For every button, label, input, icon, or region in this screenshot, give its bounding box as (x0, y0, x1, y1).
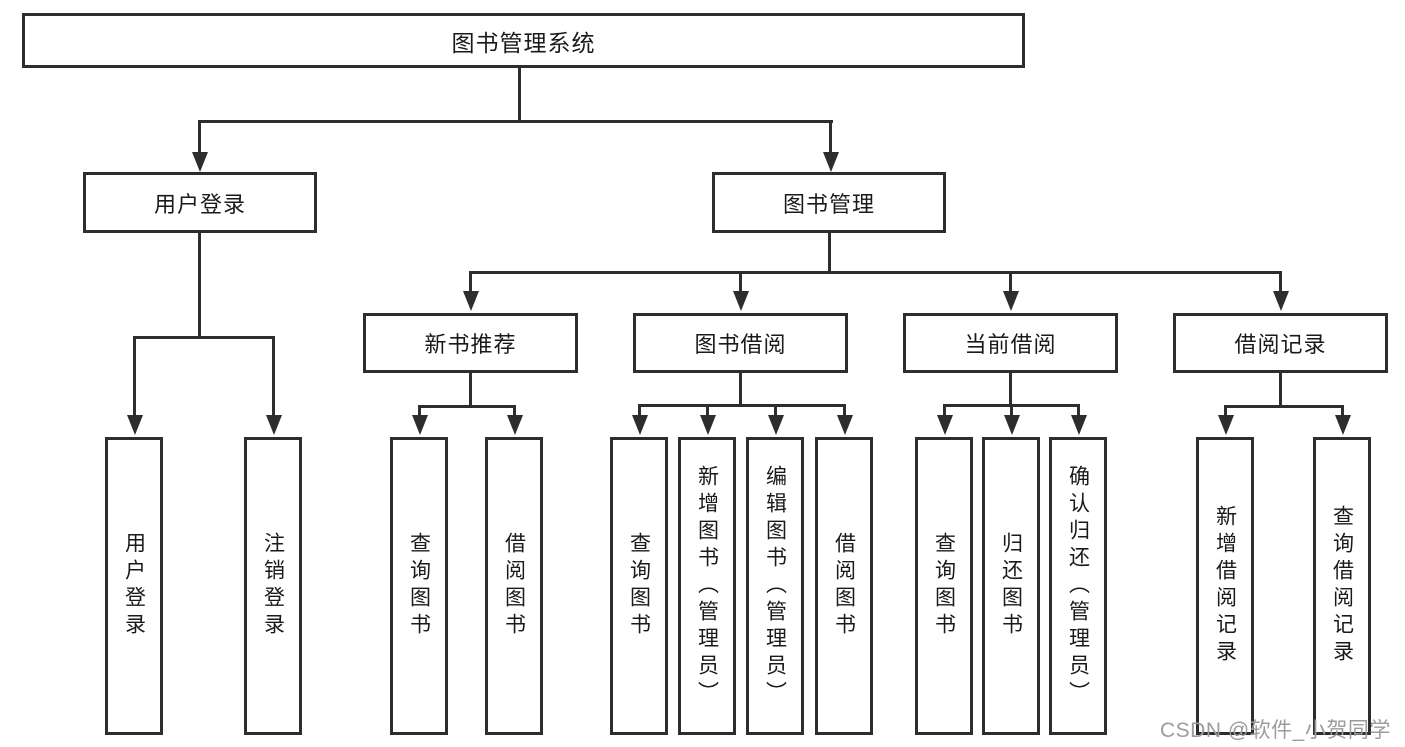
arrow-to-current-borrowing (1009, 271, 1012, 291)
leaf-current-confirm-return-admin: 确认归还（管理员） (1049, 437, 1107, 735)
connector-rail-recommendation (418, 405, 516, 408)
csdn-watermark: CSDN @软件_小贺同学 (1160, 719, 1391, 742)
leaf-user-login: 用户登录 (105, 437, 163, 735)
node-label: 借阅记录 (1234, 332, 1327, 357)
leaf-current-return-books: 归还图书 (982, 437, 1040, 735)
connector-rail-borrowing-records (1224, 405, 1344, 408)
arrow-to-user-login (198, 120, 201, 152)
leaf-label: 确认归还（管理员） (1066, 464, 1090, 708)
leaf-label: 新增图书（管理员） (695, 464, 719, 708)
arrow-to-recommend-borrow-books (513, 405, 516, 415)
node-label: 图书管理 (782, 191, 875, 217)
leaf-label: 查询借阅记录 (1330, 505, 1354, 667)
arrow-to-book-management (829, 120, 832, 152)
connector-trunk-borrowing-records (1279, 373, 1282, 408)
leaf-borrow-edit-books-admin: 编辑图书（管理员） (746, 437, 804, 735)
leaf-current-query-books: 查询图书 (915, 437, 973, 735)
arrow-to-leaf-logout (272, 336, 275, 415)
leaf-label: 编辑图书（管理员） (763, 464, 787, 708)
arrow-to-borrowing-records (1279, 271, 1282, 291)
arrow-to-borrow-query-books (638, 404, 641, 415)
connector-trunk-book-borrowing (739, 373, 742, 407)
node-user-login: 用户登录 (83, 172, 317, 233)
leaf-label: 查询图书 (932, 532, 956, 640)
arrow-to-book-borrowing (739, 271, 742, 291)
connector-rail-root (198, 120, 833, 123)
node-label: 图书借阅 (694, 332, 787, 357)
leaf-label: 查询图书 (407, 532, 431, 640)
node-book-borrowing: 图书借阅 (633, 313, 848, 373)
arrow-to-borrow-borrow-books (843, 404, 846, 415)
arrow-to-current-return-books (1010, 404, 1013, 415)
arrow-to-current-confirm-return (1077, 404, 1080, 415)
leaf-recommend-query-books: 查询图书 (390, 437, 448, 735)
node-label: 用户登录 (153, 191, 246, 217)
node-label: 图书管理系统 (451, 29, 596, 56)
connector-trunk-book-management (828, 233, 831, 274)
leaf-logout: 注销登录 (244, 437, 302, 735)
connector-rail-book-borrowing (638, 404, 846, 407)
connector-trunk-current-borrowing (1009, 373, 1012, 407)
connector-rail-book-management (469, 271, 1282, 274)
node-label: 新书推荐 (424, 332, 517, 357)
connector-trunk-user-login (198, 233, 201, 339)
leaf-label: 借阅图书 (832, 532, 856, 640)
leaf-borrow-query-books: 查询图书 (610, 437, 668, 735)
arrow-to-records-query-record (1341, 405, 1344, 415)
node-current-borrowing: 当前借阅 (903, 313, 1118, 373)
leaf-label: 借阅图书 (502, 532, 526, 640)
node-borrowing-records: 借阅记录 (1173, 313, 1388, 373)
node-new-book-recommendation: 新书推荐 (363, 313, 578, 373)
connector-trunk-recommendation (469, 373, 472, 408)
node-library-management-system: 图书管理系统 (22, 13, 1025, 68)
arrow-to-records-add-record (1224, 405, 1227, 415)
leaf-borrow-borrow-books: 借阅图书 (815, 437, 873, 735)
leaf-records-add-record: 新增借阅记录 (1196, 437, 1254, 735)
leaf-label: 新增借阅记录 (1213, 505, 1237, 667)
arrow-to-leaf-user-login (133, 336, 136, 415)
arrow-to-recommend-query-books (418, 405, 421, 415)
arrow-to-current-query-books (943, 404, 946, 415)
arrow-to-borrow-edit-books (774, 404, 777, 415)
leaf-borrow-add-books-admin: 新增图书（管理员） (678, 437, 736, 735)
arrow-to-borrow-add-books (706, 404, 709, 415)
leaf-records-query-record: 查询借阅记录 (1313, 437, 1371, 735)
leaf-label: 注销登录 (261, 532, 285, 640)
leaf-label: 用户登录 (122, 532, 146, 640)
leaf-label: 归还图书 (999, 532, 1023, 640)
connector-rail-user-login (133, 336, 275, 339)
leaf-recommend-borrow-books: 借阅图书 (485, 437, 543, 735)
leaf-label: 查询图书 (627, 532, 651, 640)
connector-trunk-root (518, 68, 521, 123)
arrow-to-new-book-recommendation (469, 271, 472, 291)
node-label: 当前借阅 (964, 332, 1057, 357)
node-book-management: 图书管理 (712, 172, 946, 233)
